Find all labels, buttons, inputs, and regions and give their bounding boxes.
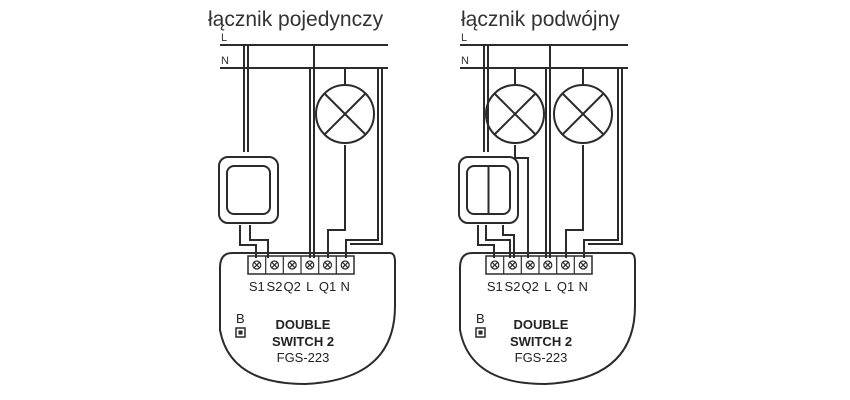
lamp-icon: [553, 84, 613, 144]
b-button-icon[interactable]: [235, 327, 246, 338]
terminal-label: Q2: [284, 279, 301, 294]
module-name-line1: DOUBLE: [276, 317, 331, 332]
terminal-label: Q1: [557, 279, 574, 294]
terminal-label: S2: [505, 279, 521, 294]
live-line-label: L: [221, 32, 227, 44]
terminal-label: S1: [487, 279, 503, 294]
diagram-title: łącznik podwójny: [461, 8, 620, 31]
terminal-label: N: [341, 279, 350, 294]
diagram-title: łącznik pojedynczy: [208, 8, 384, 31]
terminal-block: [247, 255, 355, 275]
terminal-label: L: [544, 279, 551, 294]
module-model: FGS-223: [515, 350, 568, 365]
diagram-single-switch: łącznik pojedynczy L N: [208, 8, 396, 386]
terminal-label: S1: [249, 279, 265, 294]
terminal-label: S2: [267, 279, 283, 294]
lamp-icon: [315, 84, 375, 144]
neutral-line-label: N: [461, 55, 469, 67]
module-body: [219, 252, 396, 386]
module-name-line1: DOUBLE: [514, 317, 569, 332]
terminal-screw-icon: [490, 260, 588, 270]
diagram-double-switch: łącznik podwójny L N: [458, 8, 636, 386]
module-name-line2: SWITCH 2: [272, 334, 334, 349]
button-label: B: [236, 311, 245, 326]
terminal-label: Q1: [319, 279, 336, 294]
lamp-icon: [485, 84, 545, 144]
terminal-label: N: [579, 279, 588, 294]
module-name-line2: SWITCH 2: [510, 334, 572, 349]
wires: [477, 45, 623, 258]
terminal-block: [485, 255, 593, 275]
terminal-label: Q2: [522, 279, 539, 294]
terminal-label: L: [306, 279, 313, 294]
button-label: B: [476, 311, 485, 326]
neutral-line-label: N: [221, 55, 229, 67]
terminal-screw-icon: [252, 260, 350, 270]
wires: [239, 45, 383, 258]
single-switch-icon[interactable]: [218, 156, 279, 224]
b-button-icon[interactable]: [475, 327, 486, 338]
double-switch-icon[interactable]: [458, 156, 519, 224]
module-model: FGS-223: [277, 350, 330, 365]
live-line-label: L: [461, 32, 467, 44]
module-body: [459, 252, 636, 386]
